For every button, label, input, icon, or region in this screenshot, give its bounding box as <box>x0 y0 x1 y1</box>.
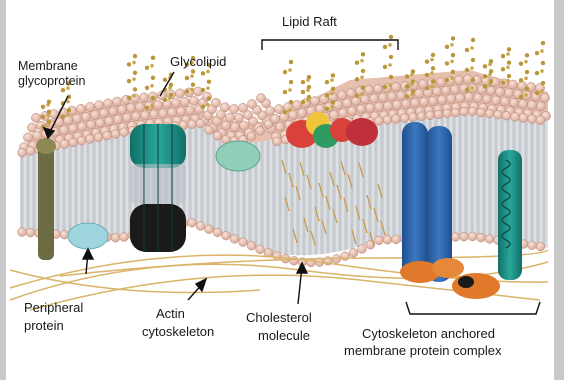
label-peripheral-protein-line1: Peripheral <box>24 300 83 315</box>
label-lipid-raft: Lipid Raft <box>282 14 337 29</box>
label-actin-cytoskeleton-line1: Actin <box>156 306 185 321</box>
peripheral-protein-shape <box>68 223 108 249</box>
label-peripheral-protein-line2: protein <box>24 318 64 333</box>
label-cholesterol-molecule-line2: molecule <box>258 328 310 343</box>
embedded-protein-shape <box>216 141 260 171</box>
label-actin-cytoskeleton-line2: cytoskeleton <box>142 324 214 339</box>
label-glycolipid: Glycolipid <box>170 54 226 69</box>
channel-protein-shape <box>130 124 186 252</box>
label-cytoskeleton-anchored-line1: Cytoskeleton anchored <box>362 326 495 341</box>
membrane-glycoprotein-shape <box>36 138 56 260</box>
label-membrane-glycoprotein-line2: glycoprotein <box>18 74 85 88</box>
label-membrane-glycoprotein-line1: Membrane <box>18 59 78 73</box>
right-frame-edge <box>554 0 564 380</box>
label-cholesterol-molecule-line1: Cholesterol <box>246 310 312 325</box>
label-cytoskeleton-anchored-line2: membrane protein complex <box>344 343 502 358</box>
